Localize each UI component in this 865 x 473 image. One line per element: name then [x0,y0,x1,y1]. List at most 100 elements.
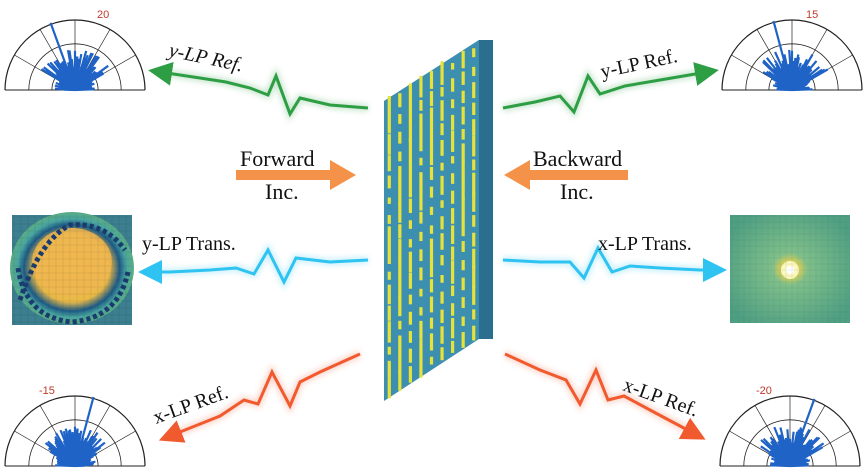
meta-atom [419,307,423,316]
meta-atom [451,114,455,130]
meta-atom [419,211,423,224]
meta-atom [408,120,412,142]
meta-atom [398,335,402,353]
meta-atom [387,155,391,172]
meta-atom [408,331,412,343]
meta-atom [440,326,444,344]
backward-label-line1: Backward [533,146,622,171]
meta-atom [472,325,476,341]
meta-atom [451,318,455,339]
meta-atom [398,182,402,205]
meta-atom [461,143,465,163]
meta-atom [461,50,465,69]
meta-atom [408,220,412,229]
backward-label-line2: Inc. [560,179,594,204]
meta-atom [429,126,434,146]
meta-atom [429,107,434,128]
meta-atom [451,63,455,70]
meta-atom [387,95,391,118]
meta-atom [387,305,391,321]
meta-atom [472,232,476,247]
meta-atom [451,208,455,224]
meta-atom [472,192,476,212]
meta-atom [440,309,444,324]
meta-atom [451,156,455,164]
meta-atom [419,231,423,242]
meta-atom [419,134,423,152]
backward-incident-arrow [504,160,628,190]
meta-atom [451,225,455,244]
meta-atom [419,288,423,297]
y-trans-arrow [138,242,369,290]
y-trans-label: y-LP Trans. [142,233,236,255]
meta-atom [472,309,476,320]
metasurface-side-face [479,40,493,339]
meta-atom [461,219,465,237]
forward-label-line2: Inc. [265,179,299,204]
meta-atom [408,311,412,325]
meta-atom [440,175,444,195]
polar-beam-pattern [762,20,829,92]
meta-atom [451,173,455,184]
meta-atom [461,297,465,309]
meta-atom [419,339,423,359]
polar-plot-top-left: 20 [4,9,146,92]
meta-atom [461,90,465,104]
meta-atom [451,99,455,109]
meta-atom [429,166,434,180]
meta-atom [387,249,391,264]
y-ref-left-label: y-LP Ref. [165,39,245,77]
metasurface-front-face [384,40,479,401]
meta-atom [408,348,412,363]
forward-incident-arrow [236,160,356,190]
meta-atom [408,176,412,198]
meta-atom [451,303,455,316]
meta-atom [408,138,412,161]
meta-atom [408,102,412,122]
x-ref-left-arrow [158,350,362,443]
meta-atom [408,251,412,273]
meta-atom [472,82,476,99]
meta-atom [472,215,476,227]
meta-atom [419,249,423,262]
meta-atom [440,216,444,230]
meta-atom [472,48,476,58]
meta-atom [461,260,465,271]
meta-atom [387,271,391,280]
meta-atom [440,123,444,136]
meta-atom [408,159,412,178]
meta-atom [440,347,444,361]
meta-atom [398,93,402,108]
y-ref-left-arrow [148,61,369,122]
polar-peak-label: 15 [806,9,818,21]
meta-atom [451,78,455,92]
meta-atom [419,99,423,111]
meta-atom [398,371,402,391]
meta-atom [398,151,402,162]
y-ref-right-arrow [502,62,719,119]
x-ref-right-arrow [503,350,706,440]
meta-atom [419,157,423,166]
x-trans-arrow [502,240,727,285]
metasurface [384,40,493,401]
meta-atom [387,118,391,134]
meta-atom [387,175,391,189]
meta-atom [419,357,423,378]
meta-atom [398,320,402,330]
meta-atom [408,198,412,214]
meta-atom [472,286,476,305]
meta-atom [440,162,444,171]
meta-atom [429,91,434,107]
meta-atom [461,316,465,326]
x-trans-label: x-LP Trans. [598,233,692,255]
meta-atom [440,200,444,208]
y-trans-field-map [10,212,134,325]
polar-beam-pattern [760,398,825,468]
meta-atom [451,190,455,204]
meta-atom [440,233,444,250]
meta-atom [398,165,402,185]
meta-atom [408,294,412,305]
meta-atom [387,360,391,379]
meta-atom-array [387,48,476,399]
